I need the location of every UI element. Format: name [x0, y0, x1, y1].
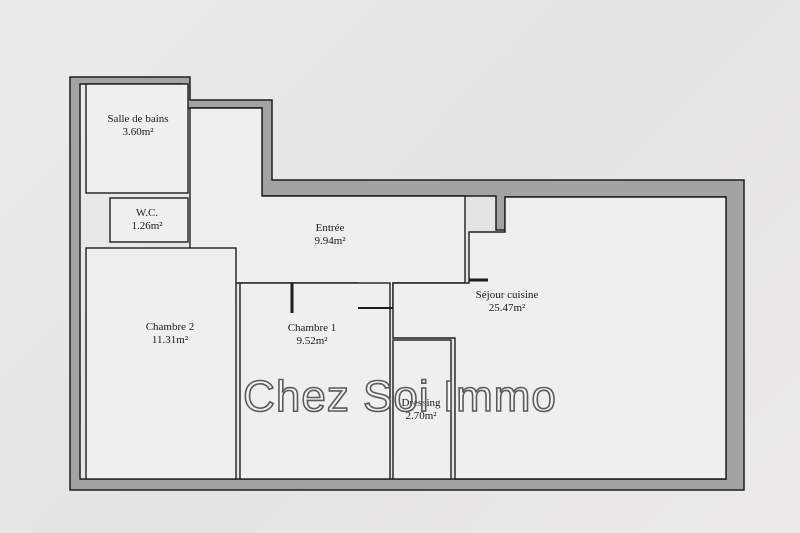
room-area: 9.94m² [314, 235, 346, 247]
room-area: 2.70m² [405, 410, 437, 422]
room-salle-de-bains [85, 83, 189, 194]
room-wc [109, 197, 189, 243]
label-chambre-1: Chambre 1 9.52m² [272, 322, 352, 348]
room-chambre-2 [85, 247, 237, 480]
room-name: Dressing [401, 397, 441, 409]
room-area: 3.60m² [122, 126, 154, 138]
label-entree: Entrée 9.94m² [290, 222, 370, 248]
room-name: Entrée [315, 222, 345, 234]
label-salle-de-bains: Salle de bains 3.60m² [98, 113, 178, 139]
watermark-logo: Chez Soi Immo [242, 371, 557, 422]
label-wc: W.C. 1.26m² [112, 207, 182, 233]
label-sejour-cuisine: Séjour cuisine 25.47m² [462, 289, 552, 315]
room-name: Séjour cuisine [475, 289, 539, 301]
room-sejour-cuisine [392, 196, 727, 480]
room-name: W.C. [135, 207, 159, 219]
label-dressing: Dressing 2.70m² [388, 397, 454, 423]
room-area: 11.31m² [151, 334, 189, 346]
room-name: Chambre 2 [145, 321, 195, 333]
label-chambre-2: Chambre 2 11.31m² [130, 321, 210, 347]
room-name: Salle de bains [107, 113, 169, 125]
room-chambre-1 [239, 282, 391, 480]
room-area: 25.47m² [488, 302, 526, 314]
room-area: 9.52m² [296, 335, 328, 347]
room-area: 1.26m² [131, 220, 163, 232]
room-dressing [392, 339, 452, 480]
room-name: Chambre 1 [287, 322, 337, 334]
